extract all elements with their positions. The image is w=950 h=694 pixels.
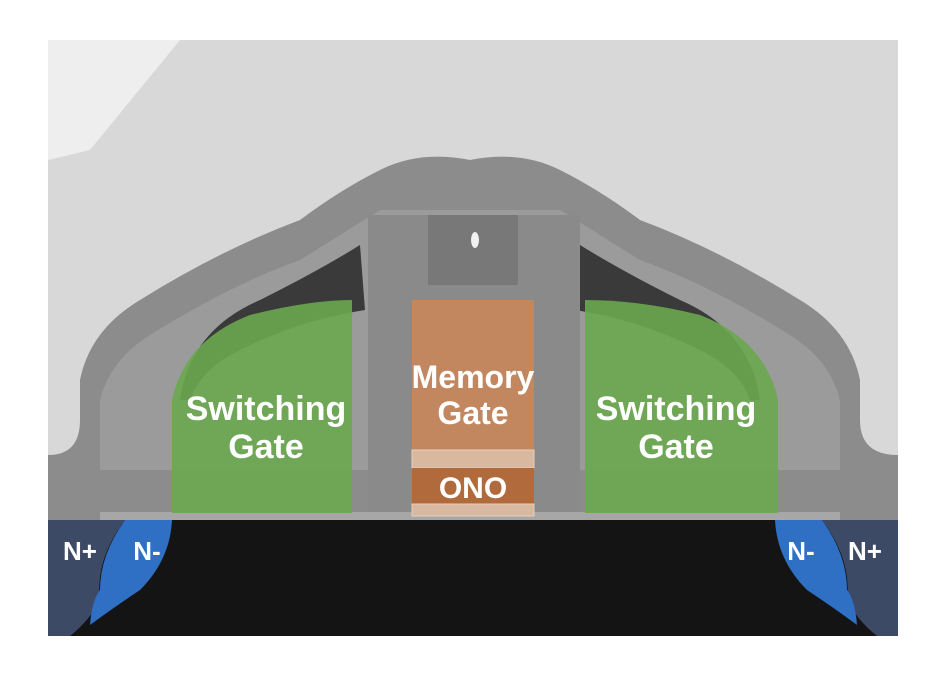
memory-gate-label-line2: Gate xyxy=(437,395,508,431)
n-minus-right-label: N- xyxy=(787,536,814,566)
substrate xyxy=(48,520,898,636)
switching-gate-right-label-line1: Switching xyxy=(596,390,757,428)
n-plus-left-label: N+ xyxy=(63,536,97,566)
ono-top-layer xyxy=(412,450,534,468)
switching-gate-left-label-line2: Gate xyxy=(228,428,304,466)
ono-bottom-layer xyxy=(412,504,534,516)
memory-gate-label-line1: Memory xyxy=(412,359,535,395)
ono-label: ONO xyxy=(439,472,507,505)
n-minus-left-label: N- xyxy=(133,536,160,566)
n-plus-right-label: N+ xyxy=(848,536,882,566)
switching-gate-left-label-line1: Switching xyxy=(186,390,347,428)
center-void xyxy=(471,232,479,248)
switching-gate-right-label-line2: Gate xyxy=(638,428,714,466)
center-plug xyxy=(428,215,518,285)
